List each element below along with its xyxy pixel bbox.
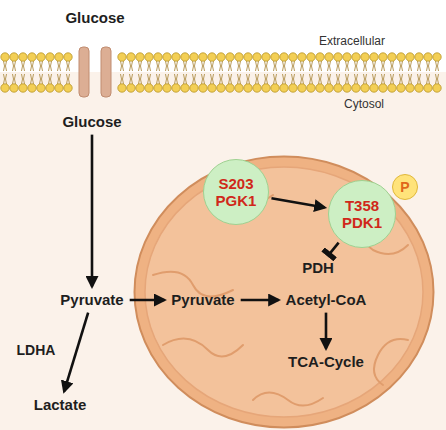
node-text: Lactate xyxy=(34,396,87,413)
node-text: Glucose xyxy=(65,9,124,26)
region-label: Extracellular xyxy=(319,34,385,48)
metabolite-label: Acetyl-CoA xyxy=(283,290,370,309)
metabolite-label: TCA-Cycle xyxy=(285,352,367,371)
arrow xyxy=(325,313,328,349)
metabolite-label: Pyruvate xyxy=(57,290,126,309)
metabolite-label: Pyruvate xyxy=(168,290,237,309)
node-text: S203 PGK1 xyxy=(213,175,259,210)
node-text: T358 PDK1 xyxy=(338,197,386,232)
phospho-badge: P xyxy=(392,174,419,201)
protein-circle: T358 PDK1P xyxy=(328,180,396,248)
inhibition-line xyxy=(329,243,339,255)
arrow xyxy=(91,135,94,287)
arrow xyxy=(241,299,279,302)
node-text: TCA-Cycle xyxy=(288,353,364,370)
node-text: P xyxy=(400,179,409,195)
mitochondrion: S203 PGK1T358 PDK1PPDHPyruvateAcetyl-CoA… xyxy=(133,155,435,429)
arrow xyxy=(64,313,88,392)
metabolite-label: Lactate xyxy=(31,395,90,414)
cytosol-ground xyxy=(0,72,446,430)
region-label: Cytosol xyxy=(344,97,384,111)
node-text: PDH xyxy=(302,259,334,276)
arrow xyxy=(271,198,324,207)
node-text: Glucose xyxy=(62,113,121,130)
transporter-channel xyxy=(79,47,89,97)
metabolite-label: Glucose xyxy=(62,8,127,27)
metabolite-label: Glucose xyxy=(59,112,124,131)
node-text: Pyruvate xyxy=(171,291,234,308)
protein-circle: S203 PGK1 xyxy=(203,159,269,225)
lipid-bilayer xyxy=(1,53,441,92)
transporter-channel xyxy=(101,47,111,97)
enzyme-label: PDH xyxy=(299,258,337,277)
node-text: Acetyl-CoA xyxy=(286,291,367,308)
enzyme-label: LDHA xyxy=(15,342,58,358)
node-text: Pyruvate xyxy=(60,291,123,308)
arrow xyxy=(130,299,165,302)
